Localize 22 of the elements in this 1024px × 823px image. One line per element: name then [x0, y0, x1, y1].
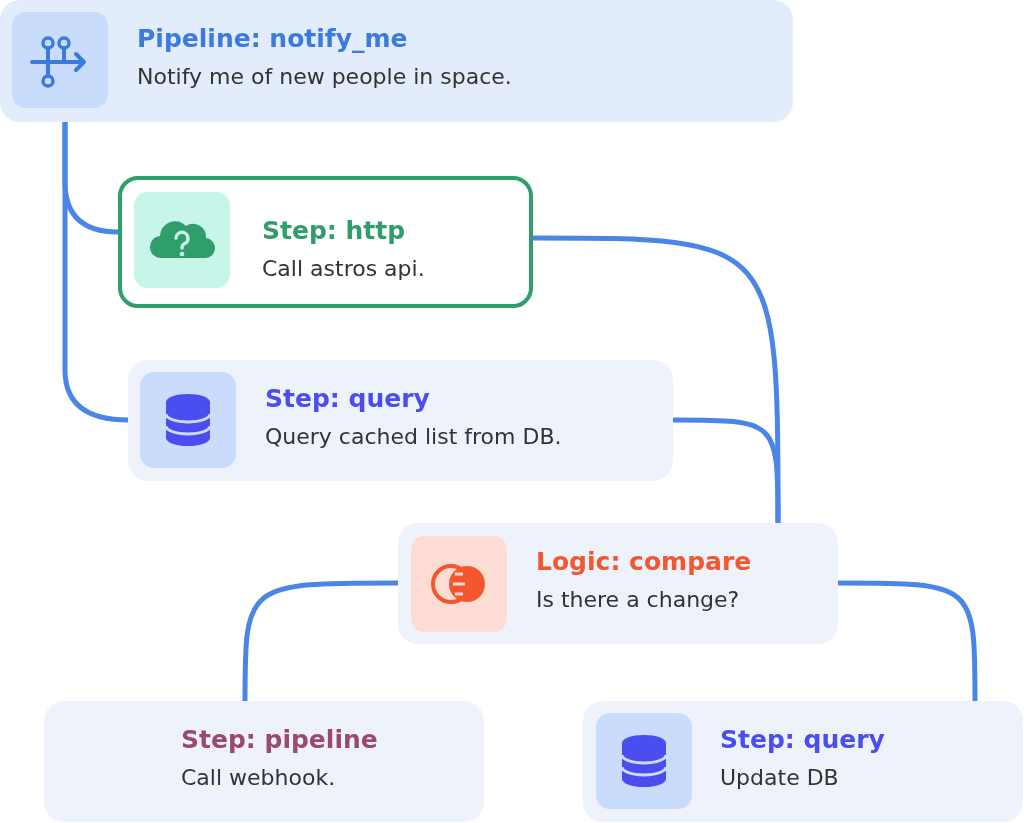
step-card: [128, 360, 673, 481]
step-description: Call webhook.: [181, 765, 336, 790]
connector-line: [673, 417, 781, 523]
step-description: Notify me of new people in space.: [137, 64, 512, 89]
step-title: Step: http: [262, 216, 406, 245]
step-title: Step: query: [720, 725, 885, 754]
step-card: [583, 701, 1023, 822]
step-description: Is there a change?: [536, 587, 740, 612]
step-card: [0, 0, 793, 122]
step-description: Update DB: [720, 765, 839, 790]
step-card: [44, 701, 484, 822]
step-title: Step: query: [265, 384, 430, 413]
step-title: Step: pipeline: [181, 725, 378, 754]
step-description: Call astros api.: [262, 256, 425, 281]
step-description: Query cached list from DB.: [265, 424, 562, 449]
connector-line: [242, 580, 398, 701]
connector-line: [838, 580, 978, 701]
connector-line: [62, 122, 129, 423]
step-card: [118, 176, 533, 308]
step-card: [398, 523, 838, 644]
step-title: Logic: compare: [536, 547, 752, 576]
step-title: Pipeline: notify_me: [137, 24, 408, 53]
